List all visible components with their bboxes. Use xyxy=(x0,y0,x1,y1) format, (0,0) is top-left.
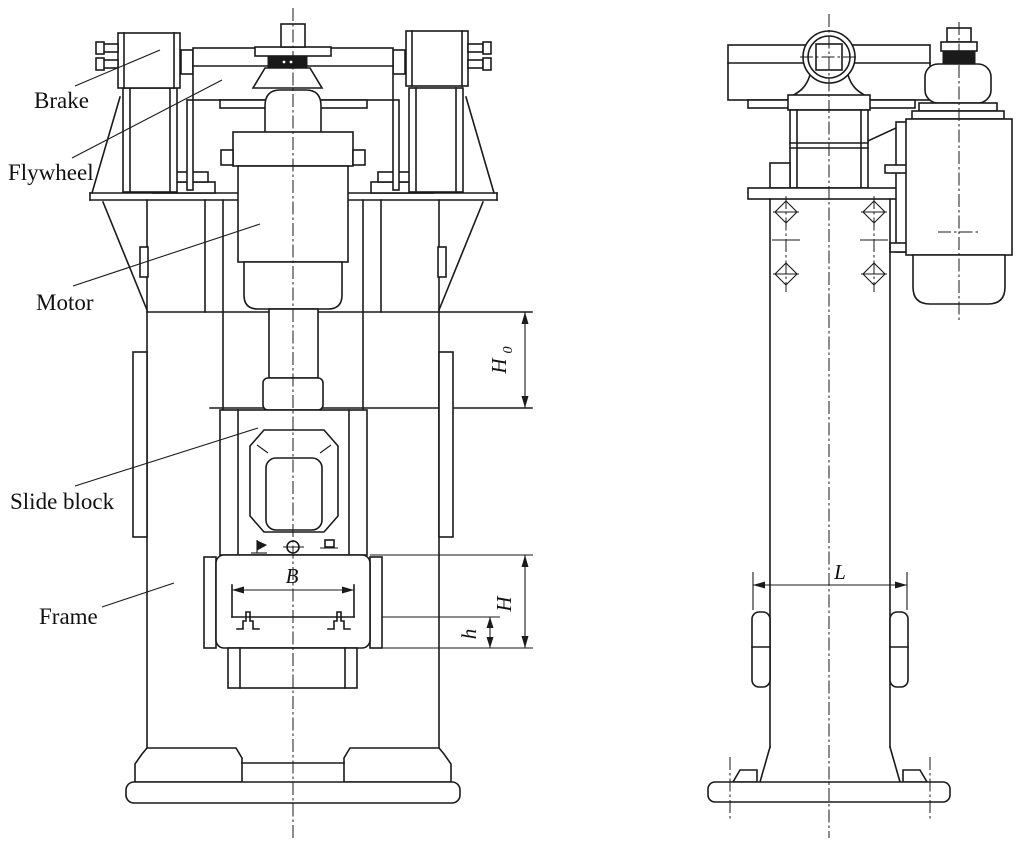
dim-h0-subscript: 0 xyxy=(501,347,516,354)
bolt-markers xyxy=(773,200,887,286)
frame-column-side xyxy=(769,198,891,748)
brake-right xyxy=(405,30,495,194)
motor-mount xyxy=(866,121,909,253)
label-flywheel: Flywheel xyxy=(8,160,94,185)
dim-l-label: L xyxy=(833,560,846,584)
dim-h0-label: H xyxy=(487,357,511,375)
label-motor: Motor xyxy=(36,290,94,315)
side-view: L xyxy=(707,27,1013,803)
dimension-h-group: H h xyxy=(370,554,533,649)
screw-housing-side xyxy=(747,109,914,200)
label-frame: Frame xyxy=(39,604,98,629)
dim-h-small-label: h xyxy=(457,629,481,640)
label-brake: Brake xyxy=(34,88,89,113)
side-bosses xyxy=(751,611,909,688)
dimension-h0: H 0 xyxy=(487,312,529,408)
dim-b-label: B xyxy=(286,564,299,588)
label-slide-block: Slide block xyxy=(10,489,115,514)
brake-left xyxy=(91,32,181,194)
dimension-l: L xyxy=(752,560,908,610)
dim-h-label: H xyxy=(492,595,516,613)
front-view: H 0 B H h Brake Fl xyxy=(8,23,533,804)
part-labels: Brake Flywheel Motor Slide block Frame xyxy=(8,49,261,629)
centerlines xyxy=(292,8,980,838)
